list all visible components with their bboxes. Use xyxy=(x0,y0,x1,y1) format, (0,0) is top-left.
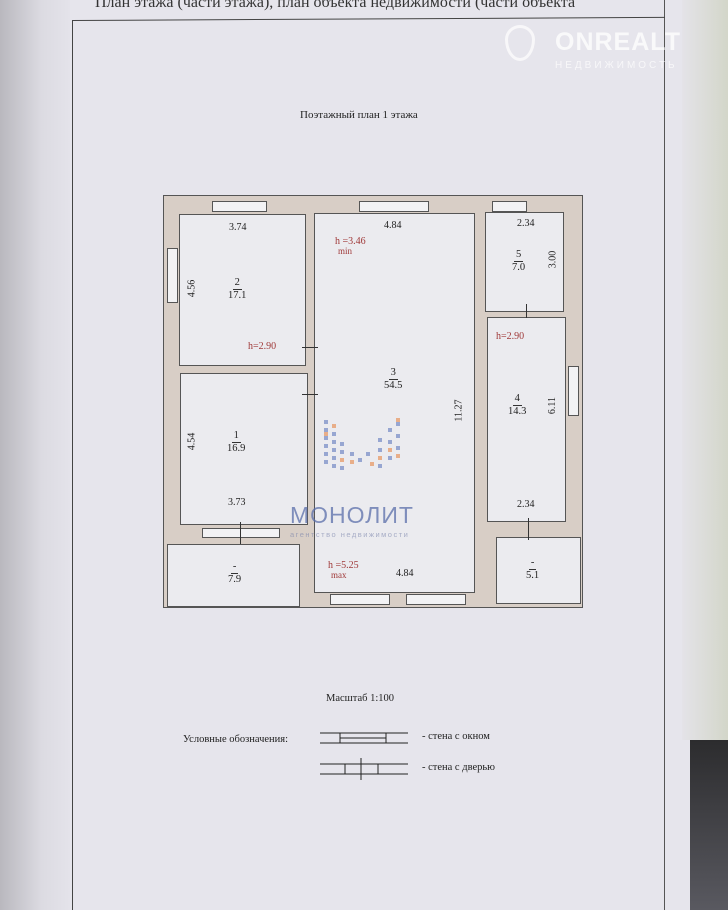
room3-hmax: h =5.25 xyxy=(328,560,359,571)
room4-height: h=2.90 xyxy=(496,331,525,342)
room-area: 14.3 xyxy=(508,406,527,417)
plan-title: Поэтажный план 1 этажа xyxy=(300,109,418,121)
legend-window-label: - стена с окном xyxy=(422,731,490,742)
room-number: 1 xyxy=(231,430,241,443)
room-5 xyxy=(485,212,564,312)
monolit-watermark-sub: агентство недвижимости xyxy=(290,530,410,539)
room-3 xyxy=(314,213,475,593)
room-area: 16.9 xyxy=(227,443,246,454)
monolit-logo-icon xyxy=(324,418,400,470)
room-area: 54.5 xyxy=(384,380,403,391)
legend-symbols xyxy=(320,732,408,780)
room-number: 3 xyxy=(388,367,398,380)
balcony-right-label: -5.1 xyxy=(526,557,539,582)
door-mark xyxy=(528,518,529,540)
frame-line xyxy=(72,20,73,910)
window-symbol xyxy=(320,732,408,744)
window xyxy=(202,528,280,538)
room-number: - xyxy=(528,557,537,570)
room-4 xyxy=(487,317,566,522)
room2-width: 3.74 xyxy=(229,222,247,233)
room-area: 7.0 xyxy=(512,262,526,273)
room2-length: 4.56 xyxy=(186,279,198,298)
room-area: 5.1 xyxy=(526,570,540,581)
room-number: 4 xyxy=(512,393,522,406)
balcony-right xyxy=(496,537,581,604)
room-1 xyxy=(180,373,308,525)
door-symbol xyxy=(320,758,408,780)
window xyxy=(492,201,527,212)
door-mark xyxy=(302,394,318,395)
room1-length: 4.54 xyxy=(186,432,198,451)
room-number: 2 xyxy=(232,277,242,290)
scale-label: Масштаб 1:100 xyxy=(326,693,395,704)
door-mark xyxy=(240,522,241,544)
room3-width-bottom: 4.84 xyxy=(396,568,414,579)
room3-hmax-sub: max xyxy=(331,570,347,580)
balcony-left xyxy=(167,544,300,607)
page-right-edge xyxy=(682,0,728,740)
door-mark xyxy=(526,304,527,318)
window xyxy=(568,366,579,416)
balcony-left-label: -7.9 xyxy=(228,561,241,586)
room-area: 17.1 xyxy=(228,290,247,301)
room4-width: 2.34 xyxy=(517,499,535,510)
monolit-watermark: МОНОЛИТ xyxy=(290,502,414,528)
onrealt-logo-icon xyxy=(505,25,535,61)
room-area: 7.9 xyxy=(228,574,242,585)
window xyxy=(167,248,178,303)
room3-width-top: 4.84 xyxy=(384,220,402,231)
onrealt-watermark-sub: НЕДВИЖИМОСТЬ xyxy=(555,60,678,71)
onrealt-watermark: ONREALT xyxy=(555,28,681,56)
room2-height: h=2.90 xyxy=(248,341,277,352)
frame-line xyxy=(71,16,665,21)
frame-line xyxy=(664,0,665,910)
background-surface xyxy=(690,740,728,910)
page-stack-edge xyxy=(0,0,70,910)
legend-title: Условные обозначения: xyxy=(183,734,289,745)
room5-width: 2.34 xyxy=(517,218,535,229)
door-mark xyxy=(302,347,318,348)
room4-length: 6.11 xyxy=(547,396,559,415)
room-number: 5 xyxy=(513,249,524,262)
room-2 xyxy=(179,214,306,366)
room3-hmin: h =3.46 xyxy=(335,236,366,247)
window xyxy=(359,201,429,212)
floor-plan xyxy=(163,195,583,608)
room3-length: 11.27 xyxy=(453,399,465,422)
room-number: - xyxy=(230,561,239,574)
document-header: План этажа (части этажа), план объекта н… xyxy=(95,0,576,11)
window xyxy=(212,201,267,212)
window xyxy=(330,594,390,605)
room1-width: 3.73 xyxy=(228,497,246,508)
room3-hmin-sub: min xyxy=(338,246,353,256)
window xyxy=(406,594,466,605)
room5-length: 3.00 xyxy=(547,250,559,269)
legend-door-label: - стена с дверью xyxy=(422,762,496,773)
